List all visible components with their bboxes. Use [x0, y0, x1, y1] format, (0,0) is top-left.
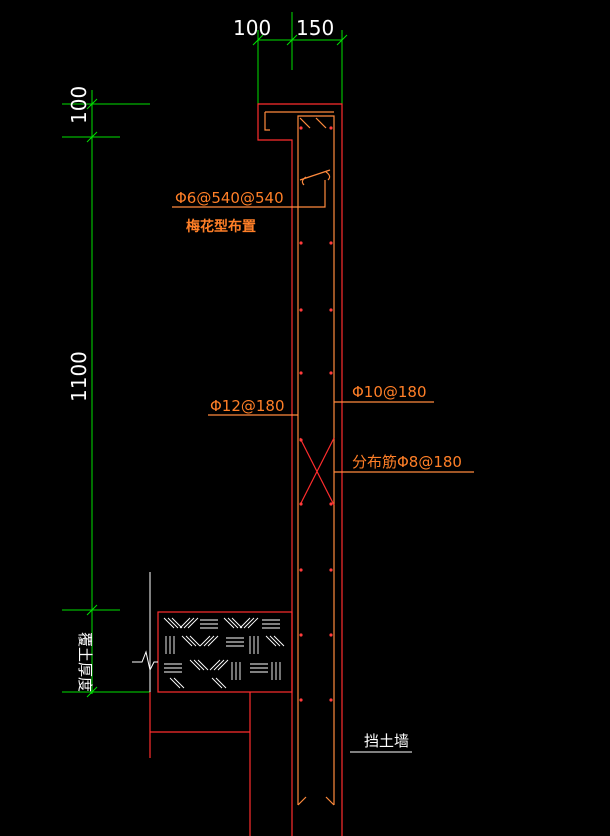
top-bar-note-label: 梅花型布置: [186, 218, 256, 235]
annotations: Φ6@540@540 梅花型布置 Φ12@180 Φ10@180 分布筋Φ8@1…: [76, 189, 462, 753]
distribution-bar-label: 分布筋Φ8@180: [352, 453, 462, 471]
vertical-bar-left-label: Φ12@180: [210, 397, 285, 415]
reinforcement: [172, 111, 474, 806]
foundation: [149, 692, 251, 836]
hatch-pattern: [163, 617, 285, 689]
left-dimension: 100 1100: [62, 86, 150, 698]
top-dimension: 100 150: [233, 12, 348, 104]
dim-cap-height-text: 100: [67, 86, 91, 124]
top-bar-label: Φ6@540@540: [175, 189, 284, 207]
wall-outline: [257, 103, 343, 836]
dim-top-right-text: 150: [296, 16, 334, 40]
dim-wall-height-text: 1100: [67, 351, 91, 402]
vertical-bar-right-label: Φ10@180: [352, 383, 427, 401]
soil-cover-label: 覆土厚度: [76, 632, 94, 692]
wall-name-label: 挡土墙: [364, 732, 409, 750]
soil-fill-block: [132, 572, 293, 758]
dim-top-left-text: 100: [233, 16, 271, 40]
